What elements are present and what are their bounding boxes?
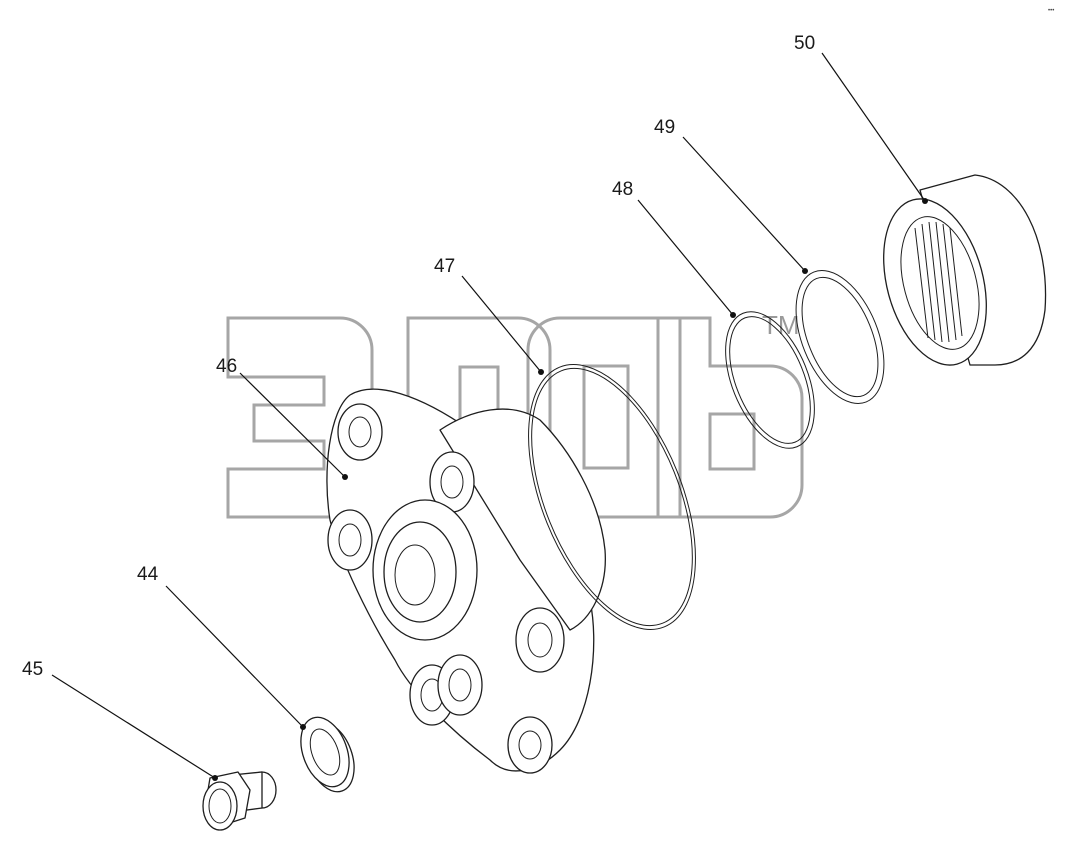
leader-45 xyxy=(51,674,216,779)
leader-50 xyxy=(821,52,926,202)
callout-49: 49 xyxy=(654,117,675,138)
leader-dot-47 xyxy=(538,369,544,375)
part-46-flange xyxy=(326,388,606,774)
leader-46 xyxy=(239,372,346,478)
callout-45: 45 xyxy=(22,659,43,680)
leader-dot-44 xyxy=(300,724,306,730)
leader-dot-49 xyxy=(802,268,808,274)
callout-leaders xyxy=(51,52,928,781)
leader-48 xyxy=(637,199,734,316)
callout-44: 44 xyxy=(137,564,159,585)
callout-47: 47 xyxy=(434,256,455,277)
leader-dot-46 xyxy=(342,474,348,480)
leader-49 xyxy=(682,136,806,272)
callout-48: 48 xyxy=(612,179,633,200)
part-45-plug xyxy=(202,771,277,831)
callout-50: 50 xyxy=(794,33,815,54)
watermark-trademark: TM xyxy=(762,310,800,340)
part-50-needle-bearing xyxy=(883,174,1047,366)
leader-dot-48 xyxy=(730,312,736,318)
corner-mark: ••• xyxy=(1048,8,1054,14)
leader-dot-50 xyxy=(922,198,928,204)
part-49-ring xyxy=(795,270,885,404)
part-47-o-ring xyxy=(528,364,696,630)
part-48-ring xyxy=(725,311,815,449)
part-44-washer xyxy=(300,716,355,793)
leader-44 xyxy=(165,585,304,728)
callout-46: 46 xyxy=(216,356,237,377)
leader-47 xyxy=(461,275,542,373)
leader-dot-45 xyxy=(212,775,218,781)
